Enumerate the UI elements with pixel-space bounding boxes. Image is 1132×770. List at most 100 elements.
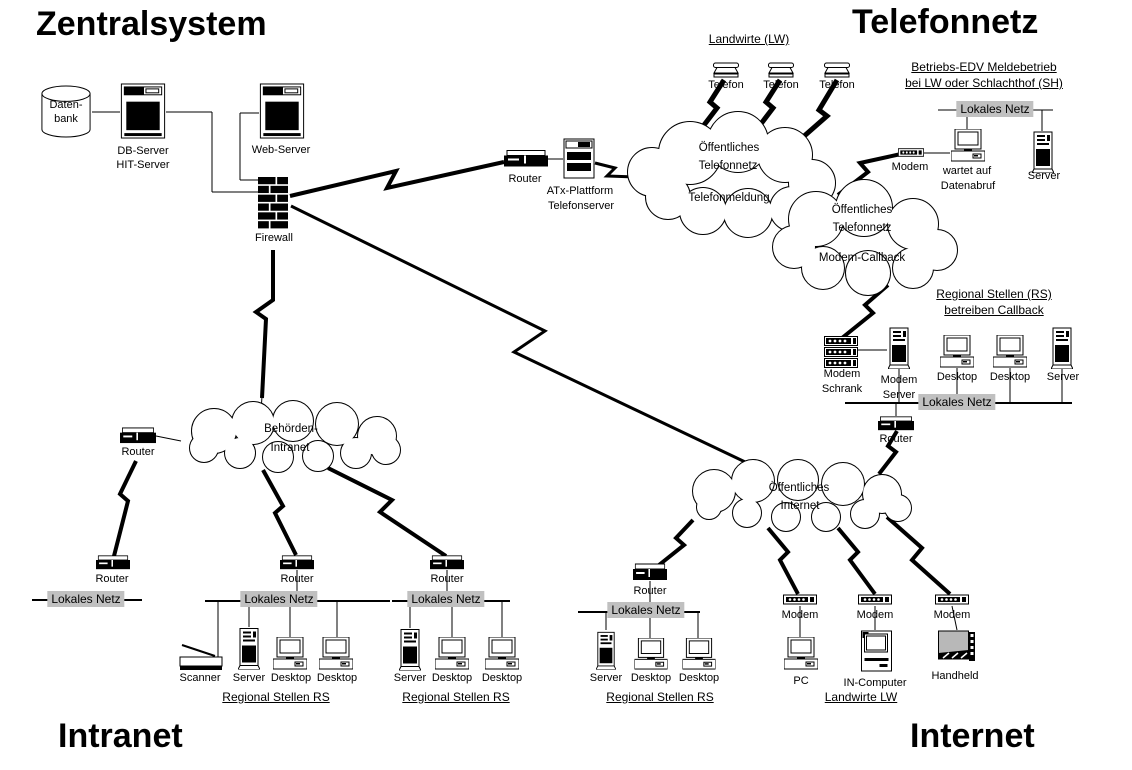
router-intranet-top-icon xyxy=(120,427,156,444)
label-scanner: Scanner xyxy=(179,672,221,684)
cloud-behoerden-intranet xyxy=(189,400,401,473)
modem-schrank-icon xyxy=(824,336,858,369)
modem-3-icon xyxy=(935,593,969,606)
modem-server-icon xyxy=(887,327,911,369)
firewall-icon xyxy=(258,177,288,230)
label-desktop-lan4-1: Desktop xyxy=(630,672,672,684)
label-server-sh: Server xyxy=(1027,170,1061,182)
label-wartet-line2: Datenabruf xyxy=(940,180,996,192)
lightning-telefon-1 xyxy=(699,78,727,131)
lightning-internet-lan4 xyxy=(657,518,695,567)
label-modem-server-line1: Modem xyxy=(880,374,918,386)
modem-sh-icon xyxy=(898,147,924,158)
cloud-oeffentliches-internet xyxy=(692,459,912,532)
net-label-lan2: Lokales Netz xyxy=(240,591,318,607)
label-modem-schrank-line2: Schrank xyxy=(821,383,863,395)
lightning-telefon-2 xyxy=(755,78,783,131)
label-server-lan4: Server xyxy=(589,672,623,684)
label-router-lan4: Router xyxy=(633,585,667,597)
net-label-callback: Lokales Netz xyxy=(918,394,996,410)
label-desktop-callback-1: Desktop xyxy=(936,371,978,383)
label-firewall: Firewall xyxy=(255,232,293,244)
label-server-callback: Server xyxy=(1046,371,1080,383)
web-server-icon xyxy=(259,83,305,139)
router-callback-icon xyxy=(878,416,914,431)
label-router-lan1: Router xyxy=(95,573,129,585)
cloud-internet-line1: Öffentliches xyxy=(768,482,830,494)
lightning-atx-telefonnetz xyxy=(594,161,638,179)
lightning-firewall-router xyxy=(289,160,505,198)
footer-regional-stellen-lan2: Regional Stellen RS xyxy=(222,690,330,704)
label-modem-sh: Modem xyxy=(891,161,929,173)
header-betriebs-edv-line2: bei LW oder Schlachthof (SH) xyxy=(905,76,1063,90)
title-telefonnetz: Telefonnetz xyxy=(852,3,1039,41)
server-lan3-icon xyxy=(399,628,421,671)
lightning-intranet-lan3 xyxy=(327,466,448,558)
label-router-callback: Router xyxy=(879,433,913,445)
desktop-lan4-1-icon xyxy=(634,638,668,670)
footer-landwirte-lw: Landwirte LW xyxy=(824,690,898,704)
header-regional-stellen-rs-line1: Regional Stellen (RS) xyxy=(936,287,1052,301)
label-pc: PC xyxy=(793,675,809,687)
cloud-behoerden-line1: Behörden- xyxy=(264,423,318,435)
lightning-internet-modem3 xyxy=(885,515,952,596)
title-zentralsystem: Zentralsystem xyxy=(36,5,267,43)
telefon-2-icon xyxy=(768,62,794,78)
lightning-internet-modem1 xyxy=(766,526,800,595)
header-regional-stellen-rs-line2: betreiben Callback xyxy=(944,303,1044,317)
lightning-firewall-internet xyxy=(290,204,763,472)
desktop-lan2-1-icon xyxy=(273,637,307,670)
header-landwirte-lw: Landwirte (LW) xyxy=(708,32,790,46)
label-wartet-line1: wartet auf xyxy=(942,165,992,177)
label-desktop-lan3-2: Desktop xyxy=(481,672,523,684)
net-label-lan1: Lokales Netz xyxy=(47,591,125,607)
label-server-lan2: Server xyxy=(232,672,266,684)
handheld-icon xyxy=(938,630,975,664)
label-router-atx: Router xyxy=(508,173,542,185)
lightning-callback-modemschrank xyxy=(840,283,890,340)
cloud-behoerden-line2: Intranet xyxy=(270,442,310,454)
pc-icon xyxy=(784,637,818,670)
label-atx-line1: ATx-Plattform xyxy=(546,185,614,197)
desktop-lan3-1-icon xyxy=(435,637,469,670)
cloud-callback-line1: Öffentliches xyxy=(831,204,893,216)
lightning-callback-router-internet xyxy=(877,429,899,476)
modem-1-icon xyxy=(783,593,817,606)
net-label-lan3: Lokales Netz xyxy=(407,591,485,607)
label-in-computer: IN-Computer xyxy=(843,677,907,689)
desktop-lan2-2-icon xyxy=(319,637,353,670)
label-handheld: Handheld xyxy=(931,670,979,682)
cloud-meldung-line2: Telefonnetz xyxy=(698,160,758,172)
cloud-callback-line3: Modem-Callback xyxy=(818,252,906,264)
router-lan1-icon xyxy=(96,555,130,570)
label-telefon-2: Telefon xyxy=(763,79,799,91)
label-datenbank-line2: bank xyxy=(54,113,78,125)
telefon-1-icon xyxy=(713,62,739,78)
label-modem-3: Modem xyxy=(933,609,971,621)
label-db-server: DB-Server xyxy=(117,145,169,157)
cloud-meldung-line1: Öffentliches xyxy=(698,142,760,154)
server-lan4-icon xyxy=(596,630,616,671)
lightning-telefon-3 xyxy=(784,78,840,154)
label-telefon-3: Telefon xyxy=(819,79,855,91)
router-lan2-icon xyxy=(280,555,314,570)
label-telefon-1: Telefon xyxy=(708,79,744,91)
label-hit-server: HIT-Server xyxy=(116,159,170,171)
desktop-lan4-2-icon xyxy=(682,638,716,670)
label-router-intranet-top: Router xyxy=(121,446,155,458)
footer-regional-stellen-lan3: Regional Stellen RS xyxy=(402,690,510,704)
db-server-icon xyxy=(120,83,166,139)
server-lan2-icon xyxy=(238,627,260,670)
lightning-intranet-lan2 xyxy=(261,469,298,556)
header-betriebs-edv-line1: Betriebs-EDV Meldebetrieb xyxy=(911,60,1057,74)
lightning-intranet-lan1 xyxy=(112,460,138,557)
label-modem-1: Modem xyxy=(781,609,819,621)
label-modem-schrank-line1: Modem xyxy=(823,368,861,380)
router-atx-icon xyxy=(504,149,548,168)
label-web-server: Web-Server xyxy=(251,144,311,156)
title-internet: Internet xyxy=(910,717,1035,755)
label-modem-server-line2: Server xyxy=(882,389,916,401)
cloud-internet-line2: Internet xyxy=(780,500,820,512)
lightning-firewall-intranet xyxy=(252,250,275,399)
